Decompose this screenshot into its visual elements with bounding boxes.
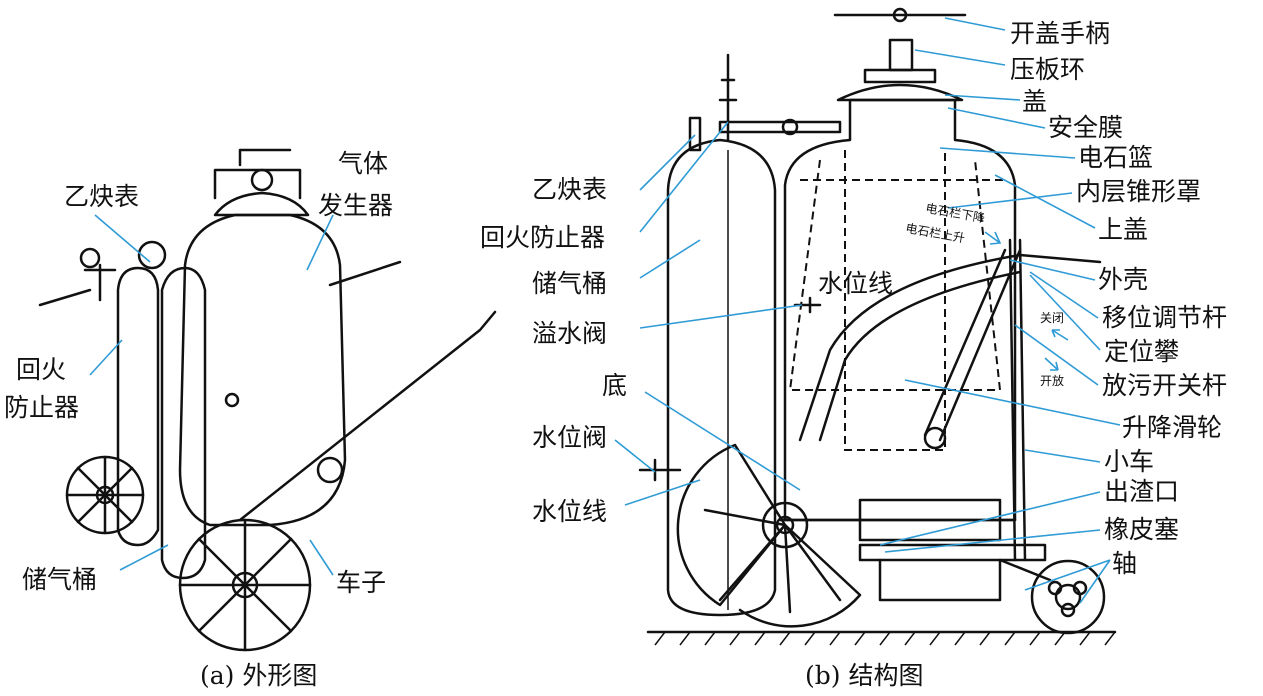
storage-tank-exterior xyxy=(160,266,207,580)
label-cart: 小车 xyxy=(1104,447,1154,476)
label-carbide-basket: 电石篮 xyxy=(1078,143,1153,172)
label-pressure-ring: 压板环 xyxy=(1010,55,1085,84)
label-water-level-line: 水位线 xyxy=(532,497,607,526)
label-wheel-a: 车子 xyxy=(336,568,386,597)
storage-tank xyxy=(666,138,777,617)
label-gas-generator-a-line2: 发生器 xyxy=(318,191,393,220)
label-drain-lever: 放污开关杆 xyxy=(1102,371,1227,400)
label-shell: 外壳 xyxy=(1098,265,1148,294)
label-basket-up: 电石栏上升 xyxy=(904,220,966,245)
label-storage-tank-b: 储气桶 xyxy=(532,269,607,298)
small-wheel xyxy=(998,558,1106,635)
label-bottom: 底 xyxy=(602,371,627,400)
label-acetylene-gauge-b: 乙炔表 xyxy=(532,175,607,204)
label-overflow-valve: 溢水阀 xyxy=(532,319,607,348)
label-axle: 轴 xyxy=(1112,549,1137,578)
label-open: 开放 xyxy=(1040,373,1064,388)
label-inner-cone-hood: 内层锥形罩 xyxy=(1076,177,1201,206)
generator-body xyxy=(178,213,347,527)
caption-a: (a) 外形图 xyxy=(200,661,317,690)
label-flashback-arrester-b: 回火防止器 xyxy=(480,223,605,252)
label-water-line-inline: 水位线 xyxy=(818,269,893,298)
label-rubber-plug: 橡皮塞 xyxy=(1104,515,1179,544)
label-slag-outlet: 出渣口 xyxy=(1104,477,1179,506)
cart-wheel xyxy=(676,443,862,628)
structure-view: 开盖手柄 压板环 盖 安全膜 电石篮 内层锥形罩 上盖 外壳 移位调节杆 定位攀… xyxy=(480,7,1227,690)
label-upper-cover: 上盖 xyxy=(1098,215,1148,244)
flashback-exterior xyxy=(116,266,160,547)
caption-b: (b) 结构图 xyxy=(805,661,923,690)
label-gas-generator-a-line1: 气体 xyxy=(338,149,388,178)
label-flashback-a-line2: 防止器 xyxy=(4,393,79,422)
label-close: 关闭 xyxy=(1040,311,1064,325)
label-positioning-clamp: 定位攀 xyxy=(1104,337,1179,366)
label-cover-handle: 开盖手柄 xyxy=(1010,19,1110,48)
label-acetylene-gauge-a: 乙炔表 xyxy=(64,182,139,211)
label-cover: 盖 xyxy=(1022,87,1047,116)
label-adjust-lever: 移位调节杆 xyxy=(1102,303,1227,332)
label-flashback-a-line1: 回火 xyxy=(16,355,66,384)
label-storage-tank-a: 储气桶 xyxy=(22,565,97,594)
generator-shell xyxy=(783,98,1017,522)
label-water-level-valve: 水位阀 xyxy=(532,423,607,452)
exterior-view: 乙炔表 气体 发生器 回火 防止器 储气桶 车子 (a) 外形图 xyxy=(4,148,497,690)
label-lift-pulley: 升降滑轮 xyxy=(1122,413,1222,442)
label-safety-membrane: 安全膜 xyxy=(1048,113,1123,142)
